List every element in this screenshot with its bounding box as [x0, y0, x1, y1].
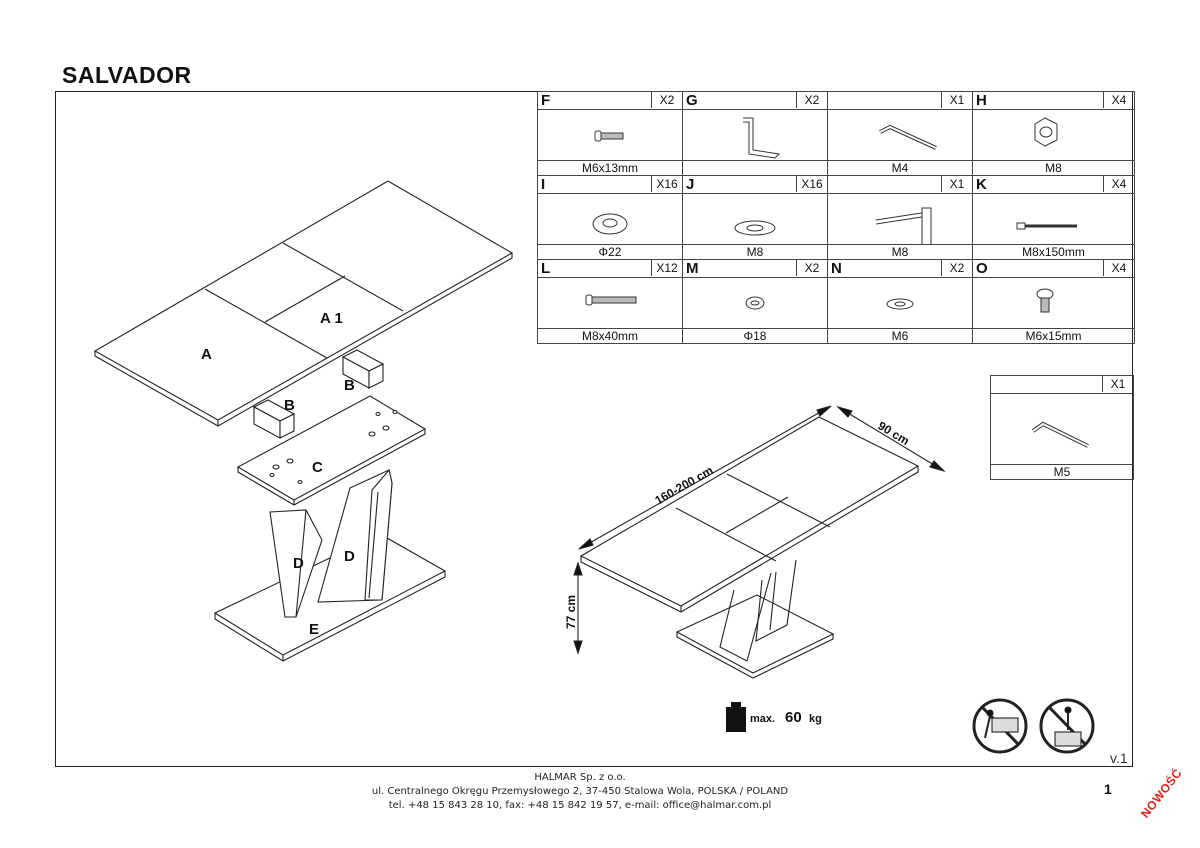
part-name: [683, 161, 827, 175]
part-letter: H: [976, 92, 987, 109]
version-label: v.1: [1110, 750, 1128, 766]
company-footer: HALMAR Sp. z o.o. ul. Centralnego Okręgu…: [300, 771, 860, 813]
spring-washer-icon: [734, 220, 776, 236]
part-quantity: X4: [1103, 92, 1134, 108]
part-name: M8: [1045, 161, 1062, 175]
part-quantity: X1: [941, 92, 972, 108]
label-a: A: [201, 346, 212, 363]
load-value: 60: [785, 709, 802, 726]
rail-block-b2: [252, 399, 296, 439]
label-c: C: [312, 459, 323, 476]
part-quantity: X2: [796, 92, 827, 108]
part-name: M8: [746, 245, 764, 259]
extra-part-table: X1 M5: [990, 375, 1134, 480]
part-name: Φ22: [598, 245, 622, 259]
screw-short-icon: [594, 130, 624, 142]
no-standing-icon: [972, 698, 1028, 754]
part-quantity: X4: [1103, 176, 1134, 192]
load-prefix: max.: [750, 713, 776, 725]
company-contact: tel. +48 15 843 28 10, fax: +48 15 842 1…: [388, 800, 772, 811]
part-quantity: X4: [1103, 260, 1134, 276]
part-quantity: X2: [651, 92, 682, 108]
label-d2: D: [344, 548, 355, 565]
company-name: HALMAR Sp. z o.o.: [534, 772, 626, 783]
part-name: M6x15mm: [1025, 329, 1082, 343]
load-unit: kg: [809, 713, 822, 725]
label-a1: A 1: [320, 310, 343, 327]
part-name: Φ18: [743, 329, 767, 343]
dimension-arrows: [573, 405, 946, 655]
part-letter: O: [976, 260, 988, 277]
company-address: ul. Centralnego Okręgu Przemysłowego 2, …: [371, 786, 789, 797]
part-quantity: X12: [651, 260, 682, 276]
nut-icon: [1034, 117, 1058, 147]
assembled-table: [579, 416, 920, 679]
part-quantity: X16: [651, 176, 682, 192]
part-letter: F: [541, 92, 551, 109]
rail-block-b1: [341, 349, 385, 389]
part-name: M8x40mm: [581, 329, 638, 343]
bracket-icon: [743, 117, 781, 159]
leg-panel-d2: [317, 468, 393, 603]
part-letter: I: [541, 176, 546, 193]
label-e: E: [309, 621, 319, 638]
part-letter: K: [976, 176, 987, 193]
tabletop-part: [93, 180, 514, 427]
allen-key-icon: [879, 124, 937, 150]
weight-icon: [726, 702, 746, 732]
part-name: M8x150mm: [1022, 245, 1085, 259]
no-climbing-icon: [1039, 698, 1095, 754]
spring-washer-small-icon: [886, 298, 914, 310]
part-name: M8: [891, 245, 909, 259]
small-washer-icon: [745, 296, 765, 310]
dimension-height: 77 cm: [564, 595, 578, 629]
part-letter: G: [686, 92, 698, 109]
label-d1: D: [293, 555, 304, 572]
part-quantity: X2: [796, 260, 827, 276]
wrench-icon: [875, 207, 932, 247]
leg-panel-d1: [269, 509, 323, 618]
part-letter: N: [831, 260, 842, 277]
part-name: M5: [1053, 465, 1071, 479]
part-letter: L: [541, 260, 551, 277]
allen-key-icon: [1031, 421, 1089, 448]
part-letter: M: [686, 260, 699, 277]
mounting-plate-c: [236, 395, 427, 506]
part-quantity: X16: [796, 176, 827, 192]
part-name: M6: [891, 329, 909, 343]
label-b1: B: [344, 377, 355, 394]
washer-icon: [592, 213, 628, 235]
page-number: 1: [1104, 781, 1112, 797]
page-title: SALVADOR: [62, 62, 192, 88]
screw-round-icon: [1036, 288, 1054, 313]
long-bolt-icon: [1016, 222, 1077, 230]
bolt-icon: [585, 294, 637, 306]
part-quantity: X2: [941, 260, 972, 276]
part-quantity: X1: [941, 176, 972, 192]
part-quantity: X1: [1102, 376, 1133, 392]
part-letter: J: [686, 176, 695, 193]
part-cell: G X2: [682, 91, 828, 176]
label-b2: B: [284, 397, 295, 414]
part-name: M4: [891, 161, 909, 175]
dimension-width: 90 cm: [875, 419, 911, 449]
part-name: M6x13mm: [581, 161, 638, 175]
